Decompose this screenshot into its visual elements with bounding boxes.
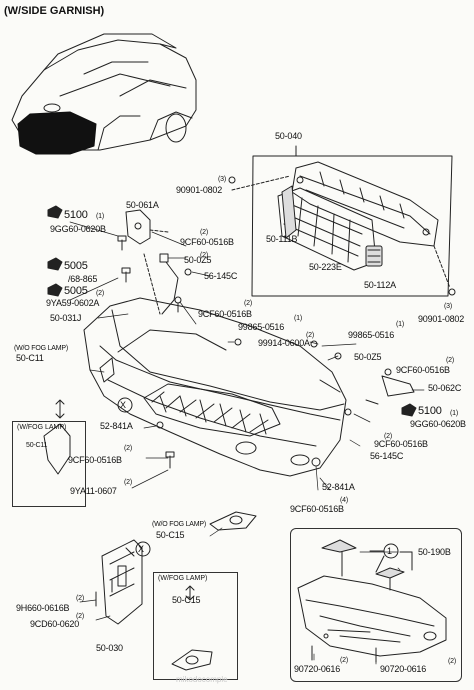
- bracket-right: [381, 375, 415, 397]
- part-label-9h660-0616b: 9H660-0616B: [16, 603, 70, 613]
- part-label-50-c11-top: 50-C11: [16, 353, 44, 363]
- part-label-99914-0600a: 99914-0600A: [258, 338, 310, 348]
- part-label-50-031j: 50-031J: [50, 313, 82, 323]
- part-label-50-0z5-top: 50-0Z5: [184, 255, 212, 265]
- part-label-50-112a: 50-112A: [364, 280, 396, 290]
- part-label-50-190b: 50-190B: [418, 547, 451, 557]
- part-label-50-c15-top: 50-C15: [156, 530, 185, 540]
- part-label-52-841a-left: 52-841A: [100, 421, 133, 431]
- qty-2-e: (2): [446, 357, 454, 364]
- w-fog-lamp-caption: (W/FOG LAMP): [17, 424, 67, 431]
- grille-assembly-frame: [251, 155, 453, 297]
- front-bumper: [83, 297, 347, 477]
- wo-fog-lamp-caption-2: (W/O FOG LAMP): [152, 521, 206, 528]
- diagram-title: (W/SIDE GARNISH): [4, 5, 105, 17]
- part-label-52-841a-right: 52-841A: [322, 482, 355, 492]
- w-fog-lamp-box-c15: (W/FOG LAMP): [153, 572, 238, 680]
- x-mark-1: X: [120, 400, 126, 410]
- reinforcement-bar: [291, 161, 439, 247]
- part-label-50-0z5-right: 50-0Z5: [354, 352, 382, 362]
- part-label-56-145c-right: 56-145C: [370, 451, 404, 461]
- part-label-50-040: 50-040: [275, 131, 302, 141]
- part-label-99865-0516-right: 99865-0516: [348, 330, 395, 340]
- part-label-50-030: 50-030: [96, 643, 123, 653]
- nut-icon-right: [448, 288, 456, 296]
- qty-2-i: (2): [76, 595, 84, 602]
- qty-2-5005: (2): [96, 290, 104, 297]
- part-label-90901-0802-top: 90901-0802: [176, 185, 223, 195]
- x-circle-mark-1: [117, 397, 133, 413]
- fog-cover-c11-wfog: [43, 423, 71, 475]
- qty-2-l: (2): [448, 658, 456, 665]
- part-label-9ya11-0607: 9YA11-0607: [70, 486, 117, 496]
- part-label-5100-right: 5100: [418, 405, 442, 417]
- qty-1-5100-right: (1): [450, 410, 458, 417]
- qty-2-b: (2): [200, 252, 208, 259]
- part-label-9ya59-0602a: 9YA59-0602A: [46, 298, 100, 308]
- front-grille: [277, 185, 383, 271]
- grommet-icons: [156, 338, 352, 467]
- qty-1-b: (1): [396, 321, 404, 328]
- qty-2-g: (2): [124, 445, 132, 452]
- fog-cover-c15: [209, 511, 257, 531]
- bumper-variant: [297, 539, 447, 657]
- part-label-90901-0802-right: 90901-0802: [418, 314, 465, 324]
- part-label-50-c15-box: 50-C15: [172, 595, 201, 605]
- fog-cover-c15-wfog: [171, 649, 213, 671]
- part-label-9cf60-0516b-r1: 9CF60-0516B: [396, 365, 450, 375]
- qty-2-k: (2): [340, 657, 348, 664]
- part-label-9cf60-0516b-r2: 9CF60-0516B: [374, 439, 428, 449]
- part-label-5005-a: 5005: [64, 260, 88, 272]
- watermark: mikodocomple: [176, 675, 228, 684]
- part-label-90720-0616-left: 90720-0616: [294, 664, 341, 674]
- part-label-9cd60-0620: 9CD60-0620: [30, 619, 80, 629]
- qty-1-a: (1): [294, 315, 302, 322]
- part-label-50-c11-box: 50-C11: [26, 442, 48, 449]
- part-label-9gg60-0620b-right: 9GG60-0620B: [410, 419, 466, 429]
- bumper-variant-box: [290, 528, 462, 682]
- part-label-9cf60-0516b-2: 9CF60-0516B: [198, 309, 252, 319]
- license-plate-bracket: [101, 539, 143, 625]
- nut-icon-top: [228, 176, 236, 184]
- bumper-highlight: [17, 111, 97, 155]
- part-label-56-145c-top: 56-145C: [204, 271, 238, 281]
- part-label-50-062c: 50-062C: [428, 383, 462, 393]
- wo-fog-lamp-caption-1: (W/O FOG LAMP): [14, 345, 68, 352]
- bolt-icons: [95, 235, 377, 663]
- qty-2-f: (2): [384, 433, 392, 440]
- part-label-50-111b: 50-111B: [266, 234, 298, 244]
- nut-icon-56-145c: [184, 268, 192, 276]
- part-label-50-223e: 50-223E: [309, 262, 342, 272]
- qty-2-j: (2): [76, 613, 84, 620]
- qty-2-d: (2): [306, 332, 314, 339]
- part-label-99865-0516-left: 99865-0516: [238, 322, 285, 332]
- qty-2-c: (2): [244, 300, 252, 307]
- x-circle-mark-2: [135, 541, 151, 557]
- qty-3-right: (3): [444, 303, 452, 310]
- part-label-5100-top: 5100: [64, 209, 88, 221]
- part-label-9cf60-0516b-bottom: 9CF60-0516B: [290, 504, 344, 514]
- clip-icon-0z5: [159, 253, 169, 263]
- clip-icons: [47, 205, 417, 417]
- qty-2-h: (2): [124, 479, 132, 486]
- qty-1-5100: (1): [96, 213, 104, 220]
- part-label-9cf60-0516b-left: 9CF60-0516B: [68, 455, 122, 465]
- part-label-9cf60-0516b-1: 9CF60-0516B: [180, 237, 234, 247]
- circle-one-label: 1: [387, 546, 392, 556]
- x-mark-2: X: [138, 544, 144, 554]
- part-label-5005-b: 5005: [64, 285, 88, 297]
- part-label-68-865: /68-865: [68, 274, 98, 284]
- bracket-left: [125, 209, 151, 245]
- w-fog-lamp-box-c11: (W/FOG LAMP): [12, 421, 86, 507]
- qty-2-a: (2): [200, 229, 208, 236]
- part-label-9gg60-0620b-top: 9GG60-0620B: [50, 224, 106, 234]
- qty-4: (4): [340, 497, 348, 504]
- part-label-90720-0616-right: 90720-0616: [380, 664, 427, 674]
- qty-3: (3): [218, 176, 226, 183]
- fog-cover-c11: [99, 357, 115, 383]
- w-fog-lamp-caption-2: (W/FOG LAMP): [158, 575, 208, 582]
- part-label-50-061a: 50-061A: [126, 200, 159, 210]
